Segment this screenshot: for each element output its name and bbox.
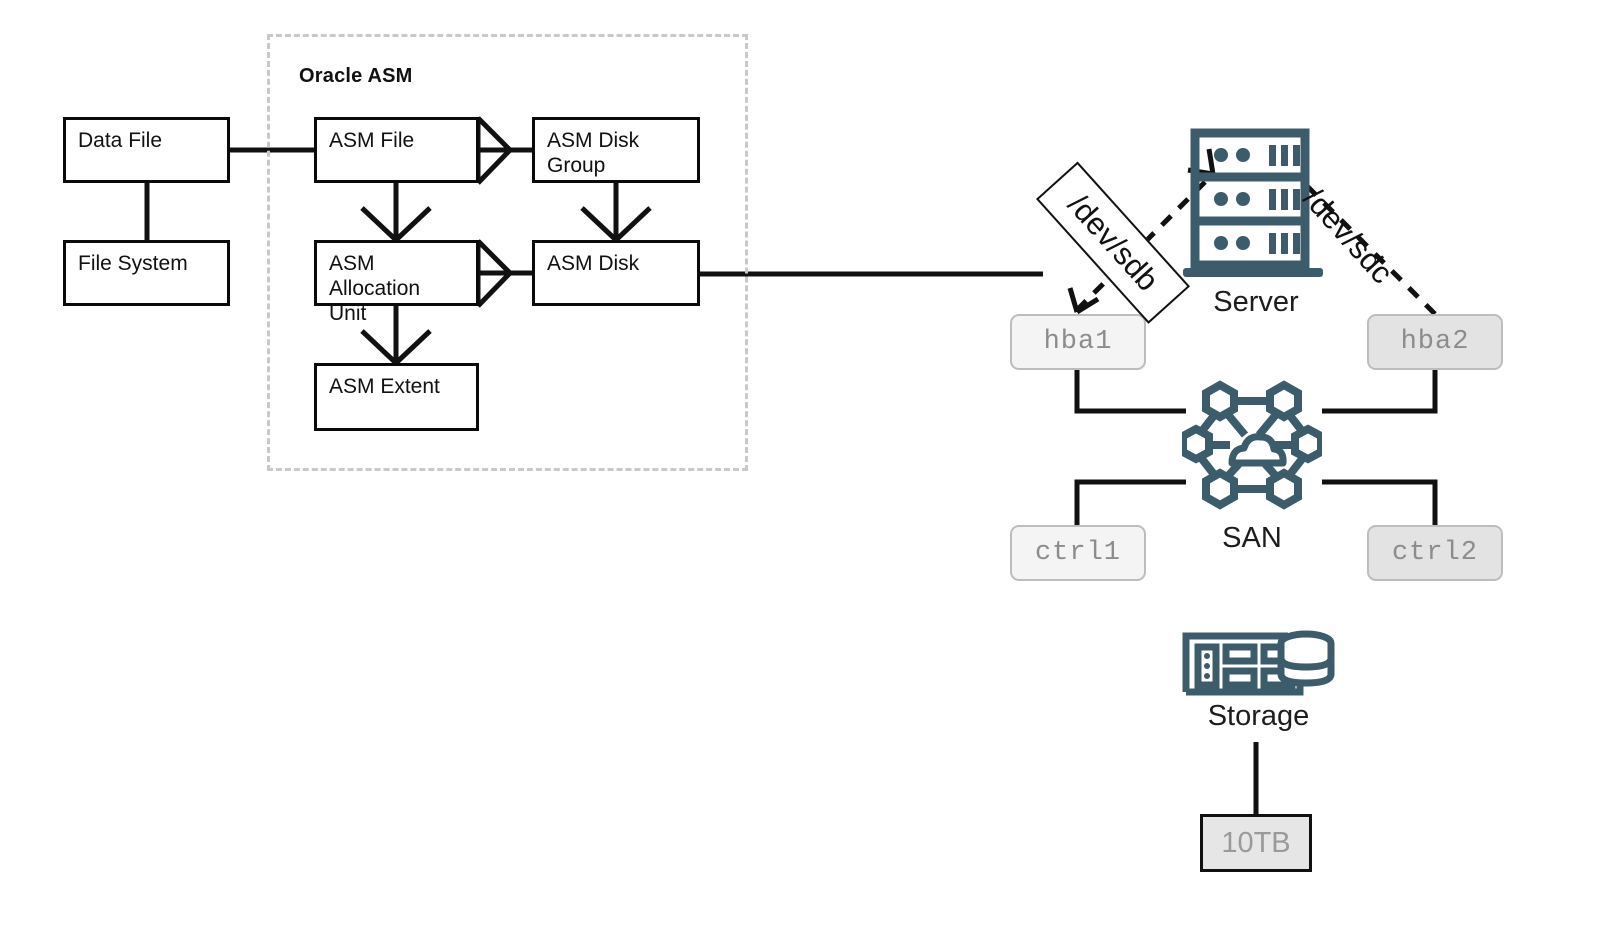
- link-hba2-san: [1322, 370, 1438, 414]
- entity-asm-disk[interactable]: ASM Disk: [532, 240, 700, 306]
- entity-asm-allocation-unit[interactable]: ASM Allocation Unit: [314, 240, 479, 325]
- port-ctrl2[interactable]: ctrl2: [1367, 525, 1503, 581]
- storage-array-icon: [1180, 630, 1335, 700]
- san-mesh-icon: [1179, 375, 1325, 515]
- oracle-asm-title: Oracle ASM: [299, 65, 413, 87]
- port-hba2[interactable]: hba2: [1367, 314, 1503, 370]
- device-label-dev-sdb[interactable]: /dev/sdb: [1036, 161, 1191, 324]
- lun-capacity-box[interactable]: 10TB: [1200, 814, 1312, 872]
- entity-label: ASM Extent: [329, 375, 440, 398]
- entity-label: File System: [78, 252, 188, 275]
- link-san-ctrl2: [1322, 479, 1438, 525]
- link-san-ctrl1: [1074, 479, 1186, 525]
- entity-asm-extent[interactable]: ASM Extent: [314, 363, 479, 431]
- port-ctrl1[interactable]: ctrl1: [1010, 525, 1146, 581]
- entity-label: ASM Disk Group: [547, 129, 640, 177]
- entity-asm-disk-group[interactable]: ASM Disk Group: [532, 117, 700, 183]
- entity-file-system[interactable]: File System: [63, 240, 230, 306]
- server-label: Server: [1213, 286, 1299, 318]
- port-hba1[interactable]: hba1: [1010, 314, 1146, 370]
- link-hba1-san: [1074, 370, 1186, 414]
- storage-label: Storage: [1207, 700, 1310, 732]
- san-label: SAN: [1222, 522, 1282, 554]
- entity-label: ASM File: [329, 129, 415, 152]
- entity-data-file[interactable]: Data File: [63, 117, 230, 183]
- entity-label: Data File: [78, 129, 163, 152]
- entity-label: ASM Allocation Unit: [329, 252, 421, 325]
- oracle-asm-boundary: [267, 34, 748, 471]
- arrowhead-sdb-hba1: [1067, 287, 1100, 315]
- entity-asm-file[interactable]: ASM File: [314, 117, 479, 183]
- entity-label: ASM Disk: [547, 252, 640, 275]
